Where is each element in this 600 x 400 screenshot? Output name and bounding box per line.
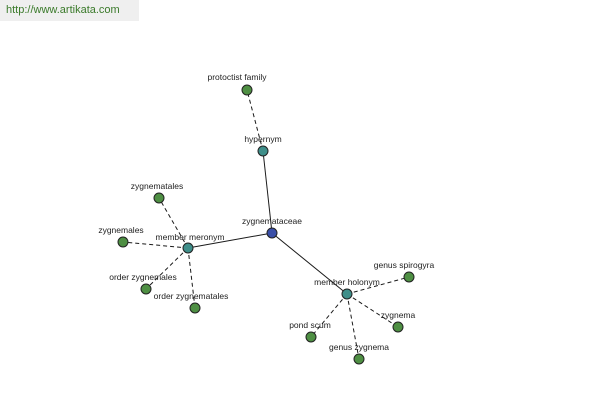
node-member-meronym[interactable] — [182, 242, 194, 254]
edge-member-holonym-to-zygnema — [346, 293, 399, 328]
graph-labels: zygnemataceae hypernym protoctist family me… — [98, 72, 434, 352]
node-label-order-zygnematales: order zygnematales — [154, 291, 229, 301]
node-hypernym[interactable] — [257, 145, 269, 157]
edge-zygnemataceae-to-member-meronym — [187, 232, 273, 249]
graph-edges — [122, 89, 410, 360]
edge-member-meronym-to-zygnemales — [122, 241, 189, 249]
node-label-genus-zygnema: genus zygnema — [329, 342, 389, 352]
graph-nodes — [117, 84, 415, 365]
node-label-protoctist-family: protoctist family — [207, 72, 267, 82]
node-protoctist-family[interactable] — [241, 84, 253, 96]
node-label-zygnematales-1: zygnematales — [131, 181, 183, 191]
node-label-member-meronym: member meronym — [156, 232, 225, 242]
node-label-member-holonym: member holonym — [314, 277, 380, 287]
node-genus-spirogyra[interactable] — [403, 271, 415, 283]
node-zygnematales-1[interactable] — [153, 192, 165, 204]
edge-member-meronym-to-zygnematales-1 — [158, 197, 189, 249]
edge-member-holonym-to-pond-scum — [310, 293, 348, 338]
node-zygnemataceae[interactable] — [266, 227, 278, 239]
node-label-zygnema: zygnema — [381, 310, 416, 320]
node-pond-scum[interactable] — [305, 331, 317, 343]
edge-member-meronym-to-order-zygnemales — [145, 247, 189, 290]
edge-member-meronym-to-order-zygnematales — [187, 247, 196, 309]
node-member-holonym[interactable] — [341, 288, 353, 300]
node-order-zygnematales[interactable] — [189, 302, 201, 314]
node-label-pond-scum: pond scum — [289, 320, 331, 330]
node-genus-zygnema[interactable] — [353, 353, 365, 365]
site-watermark-link[interactable]: http://www.artikata.com — [0, 0, 139, 21]
node-zygnema[interactable] — [392, 321, 404, 333]
node-order-zygnemales[interactable] — [140, 283, 152, 295]
edge-zygnemataceae-to-member-holonym — [271, 232, 348, 295]
edge-hypernym-to-protoctist-family — [246, 89, 264, 152]
edge-member-holonym-to-genus-spirogyra — [346, 276, 410, 295]
node-label-hypernym: hypernym — [244, 134, 281, 144]
edge-zygnemataceae-to-hypernym — [262, 150, 273, 234]
node-label-zygnemataceae: zygnemataceae — [242, 216, 302, 226]
node-zygnemales[interactable] — [117, 236, 129, 248]
node-label-zygnemales: zygnemales — [98, 225, 143, 235]
node-label-genus-spirogyra: genus spirogyra — [374, 260, 435, 270]
node-label-order-zygnemales: order zygnemales — [109, 272, 177, 282]
